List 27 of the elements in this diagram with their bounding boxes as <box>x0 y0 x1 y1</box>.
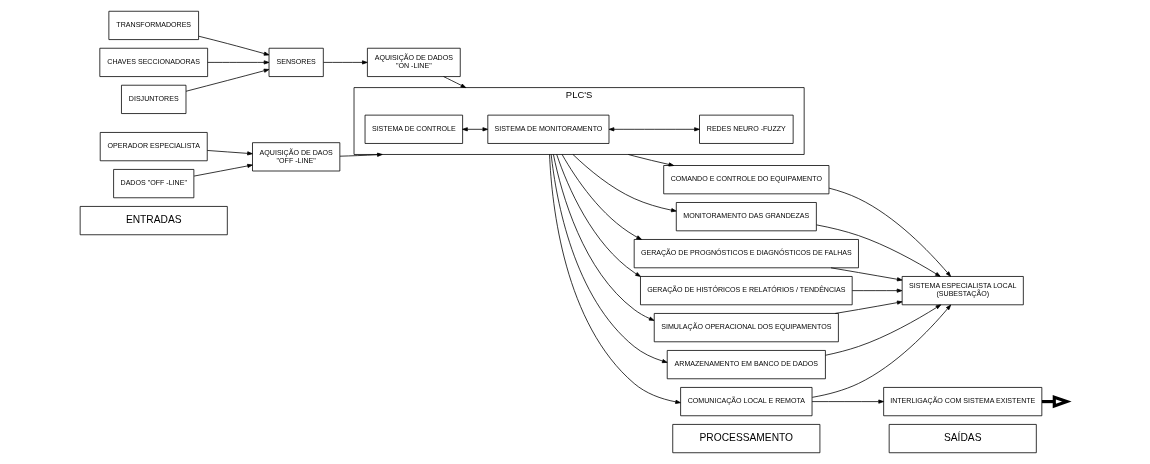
arrow <box>556 154 641 277</box>
arrow <box>572 154 677 213</box>
arrow <box>608 127 700 132</box>
arrow <box>462 127 488 132</box>
arrow <box>811 304 952 398</box>
arrow <box>185 68 270 92</box>
arrow <box>323 60 368 65</box>
arrow <box>339 152 383 157</box>
arrow <box>851 288 903 293</box>
arrow <box>207 60 270 65</box>
arrow <box>553 154 655 321</box>
node-box: ENTRADAS <box>79 206 228 236</box>
arrow <box>561 154 642 240</box>
arrow <box>198 35 270 56</box>
arrow <box>627 154 675 167</box>
arrow <box>443 76 467 88</box>
arrow <box>828 187 951 277</box>
arrow <box>834 300 903 314</box>
arrow <box>193 163 253 177</box>
arrow <box>206 150 253 156</box>
arrow <box>825 304 942 356</box>
arrow <box>811 399 884 404</box>
node-box: SAÍDAS <box>888 424 1037 454</box>
node-box: PROCESSAMENTO <box>672 424 821 454</box>
arrow <box>550 154 668 364</box>
arrow <box>816 224 941 277</box>
arrow <box>549 154 681 404</box>
